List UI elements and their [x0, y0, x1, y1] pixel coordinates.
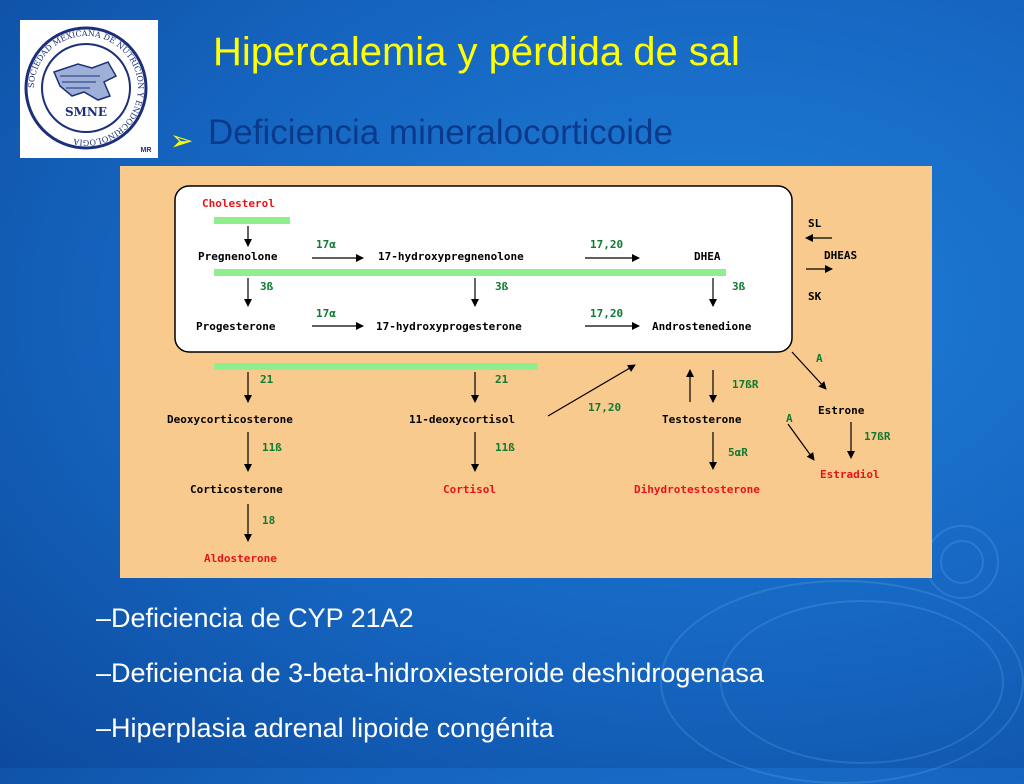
logo-mark: MR: [141, 147, 152, 154]
enzyme-3b-right: 3ß: [732, 280, 746, 293]
block-bar-21: [214, 363, 538, 370]
enzyme-17a-mid: 17α: [316, 307, 336, 320]
slide-title: Hipercalemia y pérdida de sal: [213, 30, 740, 74]
enzyme-21-mid: 21: [495, 373, 509, 386]
node-progesterone: Progesterone: [196, 320, 276, 333]
node-aldosterone: Aldosterone: [204, 552, 277, 565]
node-androstenedione: Androstenedione: [652, 320, 752, 333]
enzyme-a-upper: A: [816, 352, 823, 365]
enzyme-1720-low: 17,20: [588, 401, 621, 414]
enzyme-17bR: 17ßR: [732, 378, 759, 391]
enzyme-18: 18: [262, 514, 275, 527]
list-item: –Hiperplasia adrenal lipoide congénita: [96, 713, 554, 743]
node-sl: SL: [808, 217, 822, 230]
arrow-deoxycortisol-androstenedione: [547, 364, 636, 417]
node-deoxycortisol: 11-deoxycortisol: [409, 413, 515, 426]
logo-abbr: SMNE: [65, 105, 107, 119]
enzyme-11b-left: 11ß: [262, 441, 282, 454]
node-hydroxyprogesterone: 17-hydroxyprogesterone: [376, 320, 522, 333]
node-dhea: DHEA: [694, 250, 721, 263]
enzyme-3b-mid: 3ß: [495, 280, 509, 293]
enzyme-17a-top: 17α: [316, 238, 336, 251]
node-cholesterol: Cholesterol: [202, 197, 275, 210]
node-testosterone: Testosterone: [662, 413, 742, 426]
node-estradiol: Estradiol: [820, 468, 880, 481]
node-hydroxypregnenolone: 17-hydroxypregnenolone: [378, 250, 524, 263]
list-item: –Deficiencia de CYP 21A2: [96, 603, 414, 633]
enzyme-3b-left: 3ß: [260, 280, 274, 293]
arrow-aromatase-estradiol: [787, 423, 815, 461]
node-sk: SK: [808, 290, 822, 303]
enzyme-11b-mid: 11ß: [495, 441, 515, 454]
node-pregnenolone: Pregnenolone: [198, 250, 278, 263]
background-ripple: [925, 525, 999, 599]
list-item: –Deficiencia de 3-beta-hidroxiesteroide …: [96, 658, 764, 688]
smne-seal-icon: SOCIEDAD MEXICANA DE NUTRICIÓN Y ENDOCRI…: [24, 26, 152, 154]
enzyme-17bR-right: 17ßR: [864, 430, 891, 443]
enzyme-5aR: 5αR: [728, 446, 748, 459]
bullet-arrow-icon: ➢: [170, 125, 194, 156]
block-bar-cholesterol: [214, 217, 290, 224]
node-cortisol: Cortisol: [443, 483, 496, 496]
node-deoxycorticosterone: Deoxycorticosterone: [167, 413, 293, 426]
node-estrone: Estrone: [818, 404, 865, 417]
node-dheas: DHEAS: [824, 249, 857, 262]
arrow-aromatase-estrone: [791, 351, 827, 390]
enzyme-1720-mid: 17,20: [590, 307, 623, 320]
node-dihydrotestosterone: Dihydrotestosterone: [634, 483, 760, 496]
node-corticosterone: Corticosterone: [190, 483, 283, 496]
smne-logo: SOCIEDAD MEXICANA DE NUTRICIÓN Y ENDOCRI…: [20, 20, 158, 158]
block-bar-3beta: [214, 269, 726, 276]
enzyme-1720-top: 17,20: [590, 238, 623, 251]
slide-subtitle: Deficiencia mineralocorticoide: [208, 113, 673, 152]
steroid-pathway-diagram: Cholesterol Pregnenolone 17-hydroxypregn…: [120, 166, 932, 578]
enzyme-a-lower: A: [786, 412, 793, 425]
enzyme-21-left: 21: [260, 373, 274, 386]
